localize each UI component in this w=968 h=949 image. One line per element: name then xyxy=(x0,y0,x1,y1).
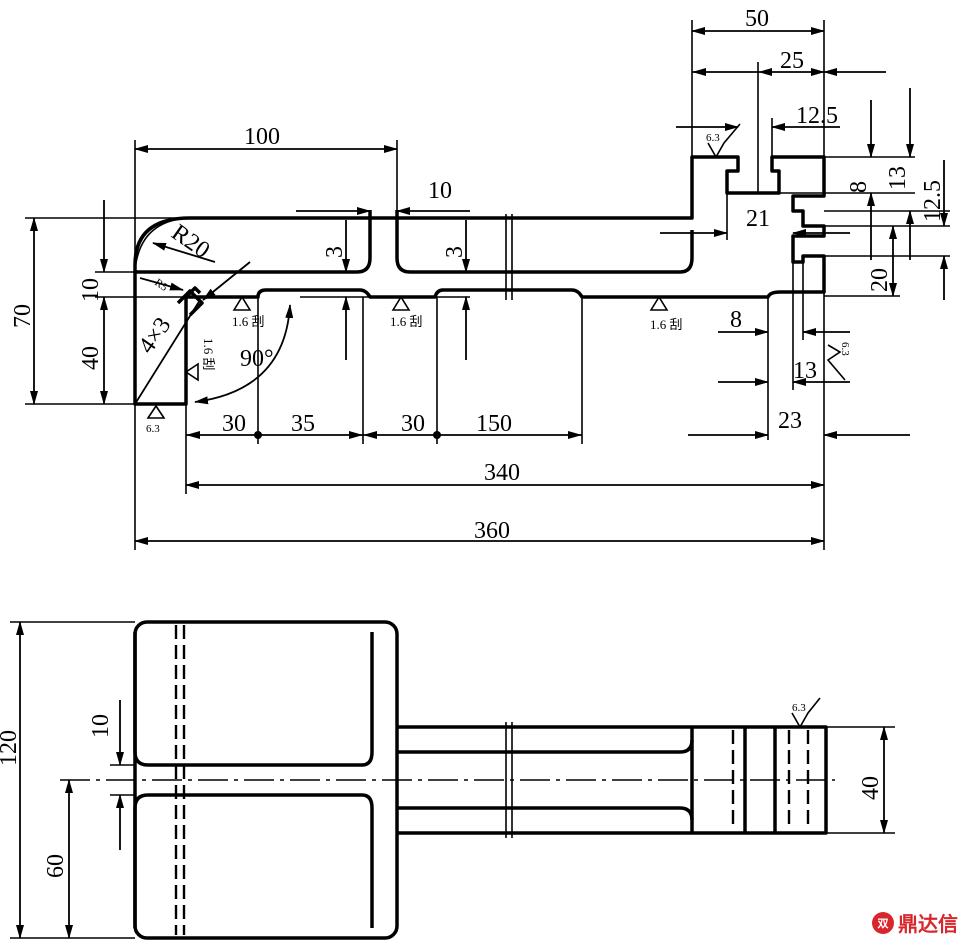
dim-3a-text: 3 xyxy=(322,246,348,258)
svg-text:6.3: 6.3 xyxy=(839,342,851,356)
roughness-mark-1: 6.3 xyxy=(146,404,166,435)
dim-12-5-right-text: 12.5 xyxy=(920,180,946,222)
dim-20-text: 20 xyxy=(867,268,893,292)
dim-3b-text: 3 xyxy=(442,246,468,258)
roughness-scrape-3: 1.6 刮 xyxy=(649,295,683,332)
dim-10-slot-text: 10 xyxy=(428,178,452,204)
dim-r20-text: R20 xyxy=(167,220,215,264)
svg-text:6.3: 6.3 xyxy=(706,132,720,144)
plan-bottom-pocket xyxy=(133,793,374,928)
dim-23-text: 23 xyxy=(778,408,802,434)
front-slot-right xyxy=(395,210,694,274)
front-view: 360 340 30 35 30 150 100 10 3 3 xyxy=(10,6,950,550)
dim-13-low-text: 13 xyxy=(793,358,817,384)
dim-120-text: 120 xyxy=(0,730,22,766)
svg-text:6.3: 6.3 xyxy=(792,702,806,714)
watermark-seal: 双 xyxy=(872,911,894,934)
watermark-logo: 双 鼎达信 xyxy=(872,908,958,937)
front-r20-arc xyxy=(134,217,191,271)
dim-340-text: 340 xyxy=(484,460,520,486)
dim-8-right-text: 8 xyxy=(846,181,872,193)
dim-4x3-text: 4×3 xyxy=(134,313,177,359)
dim-100-text: 100 xyxy=(244,124,280,150)
front-view-outline xyxy=(133,155,826,406)
svg-text:6.3: 6.3 xyxy=(146,423,160,435)
dim-40-left-text: 40 xyxy=(78,346,104,370)
roughness-mark-3: 6.3 xyxy=(826,342,851,381)
roughness-scrape-1: 1.6 刮 xyxy=(232,295,265,329)
dim-360-text: 360 xyxy=(474,518,510,544)
dim-25-text: 25 xyxy=(780,48,804,74)
dim-30a-text: 30 xyxy=(222,411,246,437)
dim-35-text: 35 xyxy=(291,411,315,437)
dim-150-text: 150 xyxy=(476,411,512,437)
roughness-scrape-vertical: 1.6 刮 xyxy=(184,338,216,382)
roughness-mark-2: 6.3 xyxy=(706,123,741,159)
plan-top-pocket xyxy=(133,632,374,767)
plan-view: 120 60 10 40 6.3 xyxy=(0,620,895,940)
roughness-mark-4: 6.3 xyxy=(791,697,821,729)
roughness-scrape-2: 1.6 刮 xyxy=(390,295,423,329)
dim-30b-text: 30 xyxy=(401,411,425,437)
svg-text:1.6 刮: 1.6 刮 xyxy=(232,314,265,329)
dim-10-left-text: 10 xyxy=(78,278,104,302)
front-break-left xyxy=(505,214,513,300)
dim-60-text: 60 xyxy=(43,854,69,878)
svg-text:1.6 刮: 1.6 刮 xyxy=(390,314,423,329)
dim-70-text: 70 xyxy=(10,304,36,328)
dim-50-text: 50 xyxy=(745,6,769,32)
dim-10-plan-text: 10 xyxy=(88,714,114,738)
dim-21-text: 21 xyxy=(746,206,770,232)
watermark-brand: 鼎达信 xyxy=(898,912,958,936)
svg-text:1.6 刮: 1.6 刮 xyxy=(650,317,683,332)
dim-8-low-text: 8 xyxy=(730,307,742,333)
front-slot-left xyxy=(135,210,372,274)
dim-r5-text: R5 xyxy=(152,277,170,294)
dim-13-right-text: 13 xyxy=(885,166,911,190)
dim-12-5-top-text: 12.5 xyxy=(796,103,838,129)
dim-40-plan-text: 40 xyxy=(858,776,884,800)
svg-text:1.6 刮: 1.6 刮 xyxy=(201,338,216,371)
dim-90-text: 90° xyxy=(240,346,274,372)
